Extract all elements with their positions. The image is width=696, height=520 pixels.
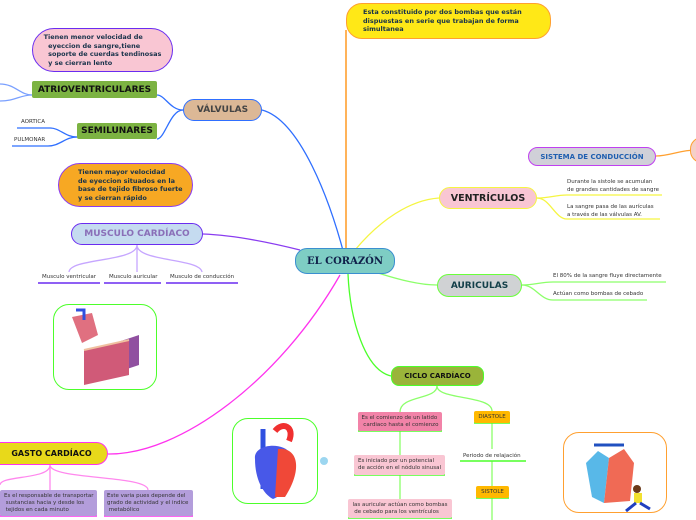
label-aortica: AORTICA <box>21 119 46 125</box>
heart-anatomy-image <box>232 418 318 504</box>
heart-runner-image <box>563 432 667 513</box>
auriculas-text-2: Actúan como bombas de cebado <box>553 291 644 297</box>
node-musculo-cardiaco[interactable]: MUSCULO CARDÍACO <box>71 223 203 245</box>
ventriculos-text-2: La sangre pasa de las aurículas a través… <box>567 204 654 218</box>
gasto-box-2: Este varia pues depende del grado de act… <box>104 490 193 516</box>
diastole-label: DIASTOLE <box>474 411 510 423</box>
musculo-auricular: Musculo auricular <box>109 274 158 280</box>
relajacion-label: Periodo de relajación <box>463 453 521 459</box>
node-sistema-conduccion[interactable]: SISTEMA DE CONDUCCIÓN <box>528 147 656 166</box>
node-ventriculos[interactable]: VENTRÍCULOS <box>439 187 537 209</box>
node-ciclo-cardiaco[interactable]: CICLO CARDÍACO <box>391 366 484 386</box>
ventriculos-text-1: Durante la sistole se acumulan de grande… <box>567 179 659 193</box>
ciclo-box-1: Es el comienzo de un latido cardiaco has… <box>358 412 442 431</box>
node-auriculas[interactable]: AURICULAS <box>437 274 522 297</box>
ciclo-box-3: las auricular actúan como bombas de ceba… <box>348 499 452 518</box>
node-el-corazon[interactable]: EL CORAZÓN <box>295 248 395 274</box>
ciclo-box-2: Es iniciado por un potencial de acción e… <box>354 455 445 475</box>
top-note: Esta constituido por dos bombas que está… <box>346 3 551 39</box>
attachment-icon[interactable] <box>320 457 328 465</box>
valvulas-note: Tienen menor velocidad de eyeccion de sa… <box>32 28 173 72</box>
heart-wall-image <box>53 304 157 390</box>
label-pulmonar: PULMONAR <box>14 137 46 143</box>
node-valvulas[interactable]: VÁLVULAS <box>183 99 262 121</box>
sistole-label: SISTOLE <box>476 486 509 498</box>
semilunares-note: Tienen mayor velocidad de eyeccion situa… <box>58 163 193 207</box>
musculo-conduccion: Musculo de conducción <box>170 274 235 280</box>
node-gasto-cardiaco[interactable]: GASTO CARDÍACO <box>0 442 108 465</box>
auriculas-text-1: El 80% de la sangre fluye directamente <box>553 273 662 279</box>
gasto-box-1: Es el responsable de transportar sustanc… <box>0 490 97 516</box>
node-atrioventriculares[interactable]: ATRIOVENTRICULARES <box>32 81 157 98</box>
musculo-ventricular: Musculo ventricular <box>42 274 96 280</box>
node-semilunares[interactable]: SEMILUNARES <box>77 123 157 139</box>
